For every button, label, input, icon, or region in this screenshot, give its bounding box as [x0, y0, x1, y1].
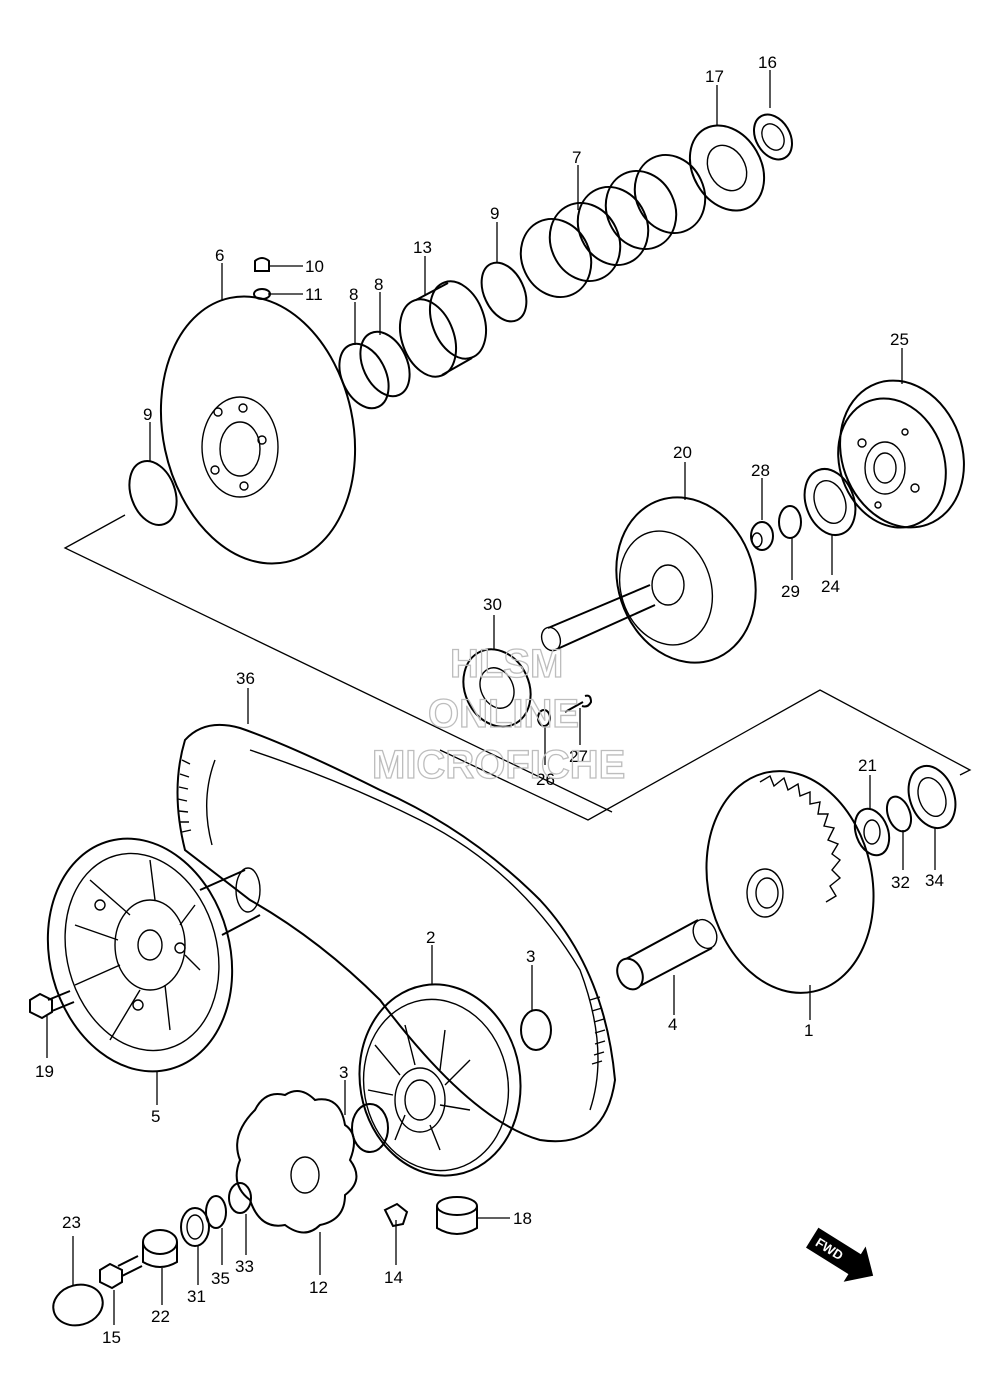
part-25-clutch-shoe	[837, 379, 965, 529]
callout-9-upper: 9	[490, 204, 499, 223]
callout-36: 36	[236, 669, 255, 688]
part-24-bearing	[803, 468, 857, 536]
callout-18: 15	[102, 1328, 121, 1347]
part-19-bolt	[29, 990, 75, 1020]
part-29-washer	[778, 505, 802, 539]
group-outline-lines	[63, 514, 972, 821]
callout-25: 25	[890, 330, 909, 349]
watermark-line-2: ONLINE	[428, 692, 579, 736]
part-27-screw	[564, 694, 593, 713]
callout-8-b: 8	[374, 275, 383, 294]
part-31-oil-seal	[180, 1207, 210, 1247]
part-2-movable-driven-face	[358, 983, 522, 1177]
callout-21: 21	[858, 756, 877, 775]
callout-13: 13	[413, 238, 432, 257]
part-21-bushing	[853, 807, 891, 857]
part-17-bushing	[436, 1196, 478, 1235]
fwd-direction-badge: FWD	[805, 1227, 874, 1282]
part-3-ring-upper	[520, 1009, 552, 1051]
part-30-bearing	[462, 648, 532, 728]
part-8-ring-a	[338, 342, 390, 410]
part-13-collar	[398, 280, 488, 378]
callout-1: 1	[804, 1021, 813, 1040]
part-3-ring-lower	[351, 1103, 389, 1153]
callout-17: 18	[513, 1209, 532, 1228]
part-9-ring-left	[128, 460, 178, 526]
callout-12: 12	[309, 1278, 328, 1297]
callout-33: 33	[235, 1257, 254, 1276]
part-11-washer	[253, 288, 271, 300]
callout-35: 35	[211, 1269, 230, 1288]
callout-6: 6	[215, 246, 224, 265]
part-28-spacer	[750, 521, 774, 551]
callout-34: 34	[925, 871, 944, 890]
watermark: HLSM ONLINE MICROFICHE	[371, 641, 626, 787]
part-1-fixed-drive-face	[705, 770, 875, 994]
callout-8-a: 8	[349, 285, 358, 304]
callout-16: 17	[705, 67, 724, 86]
part-22-bearing	[142, 1229, 178, 1268]
callout-4: 4	[668, 1015, 677, 1034]
callout-3-upper: 3	[526, 947, 535, 966]
part-15-nut	[753, 113, 793, 161]
part-10-pin	[254, 257, 270, 272]
watermark-line-3: MICROFICHE	[372, 743, 625, 787]
callout-14: 14	[384, 1268, 403, 1287]
callout-20: 20	[673, 443, 692, 462]
callout-23: 23	[62, 1213, 81, 1232]
callout-22: 22	[151, 1307, 170, 1326]
part-5-driven-face	[46, 837, 261, 1073]
callout-3-lower: 3	[339, 1063, 348, 1082]
part-9-ring-upper	[480, 261, 528, 323]
callout-numbers: 16 17 7 9 13 10 11 6 8 8 9 25 20 28 29 2…	[35, 53, 944, 1347]
part-26-washer	[537, 709, 551, 727]
callout-5: 5	[151, 1107, 160, 1126]
part-34-seal	[907, 765, 957, 829]
callout-27: 27	[569, 747, 588, 766]
watermark-line-1: HLSM	[450, 642, 563, 686]
callout-10: 10	[305, 257, 324, 276]
callout-7: 7	[572, 148, 581, 167]
leader-lines	[46, 70, 936, 1325]
callout-32: 32	[891, 873, 910, 892]
part-23-cap	[52, 1283, 104, 1327]
callout-26: 26	[536, 770, 555, 789]
part-12-cam-plate	[235, 1090, 358, 1234]
part-16-spring-seat	[688, 124, 766, 212]
callout-11: 11	[305, 285, 323, 304]
callout-30: 30	[483, 595, 502, 614]
callout-2: 2	[426, 928, 435, 947]
part-20-clutch-housing	[540, 496, 757, 664]
part-4-pipe	[616, 918, 718, 991]
part-35-washer	[205, 1195, 227, 1229]
part-33-seal	[228, 1182, 252, 1214]
part-8-ring-b	[359, 330, 411, 398]
part-36-v-belt	[176, 724, 617, 1143]
callout-19: 19	[35, 1062, 54, 1081]
part-32-washer	[885, 795, 913, 833]
callout-29: 29	[781, 582, 800, 601]
callout-15: 16	[758, 53, 777, 72]
callout-9-left: 9	[143, 405, 152, 424]
part-14-slide	[383, 1202, 409, 1228]
callout-31: 31	[187, 1287, 206, 1306]
callout-24: 24	[821, 577, 840, 596]
part-6-drive-face	[159, 295, 357, 565]
callout-28: 28	[751, 461, 770, 480]
part-18-bolt	[99, 1255, 143, 1290]
part-7-spring	[519, 154, 707, 298]
